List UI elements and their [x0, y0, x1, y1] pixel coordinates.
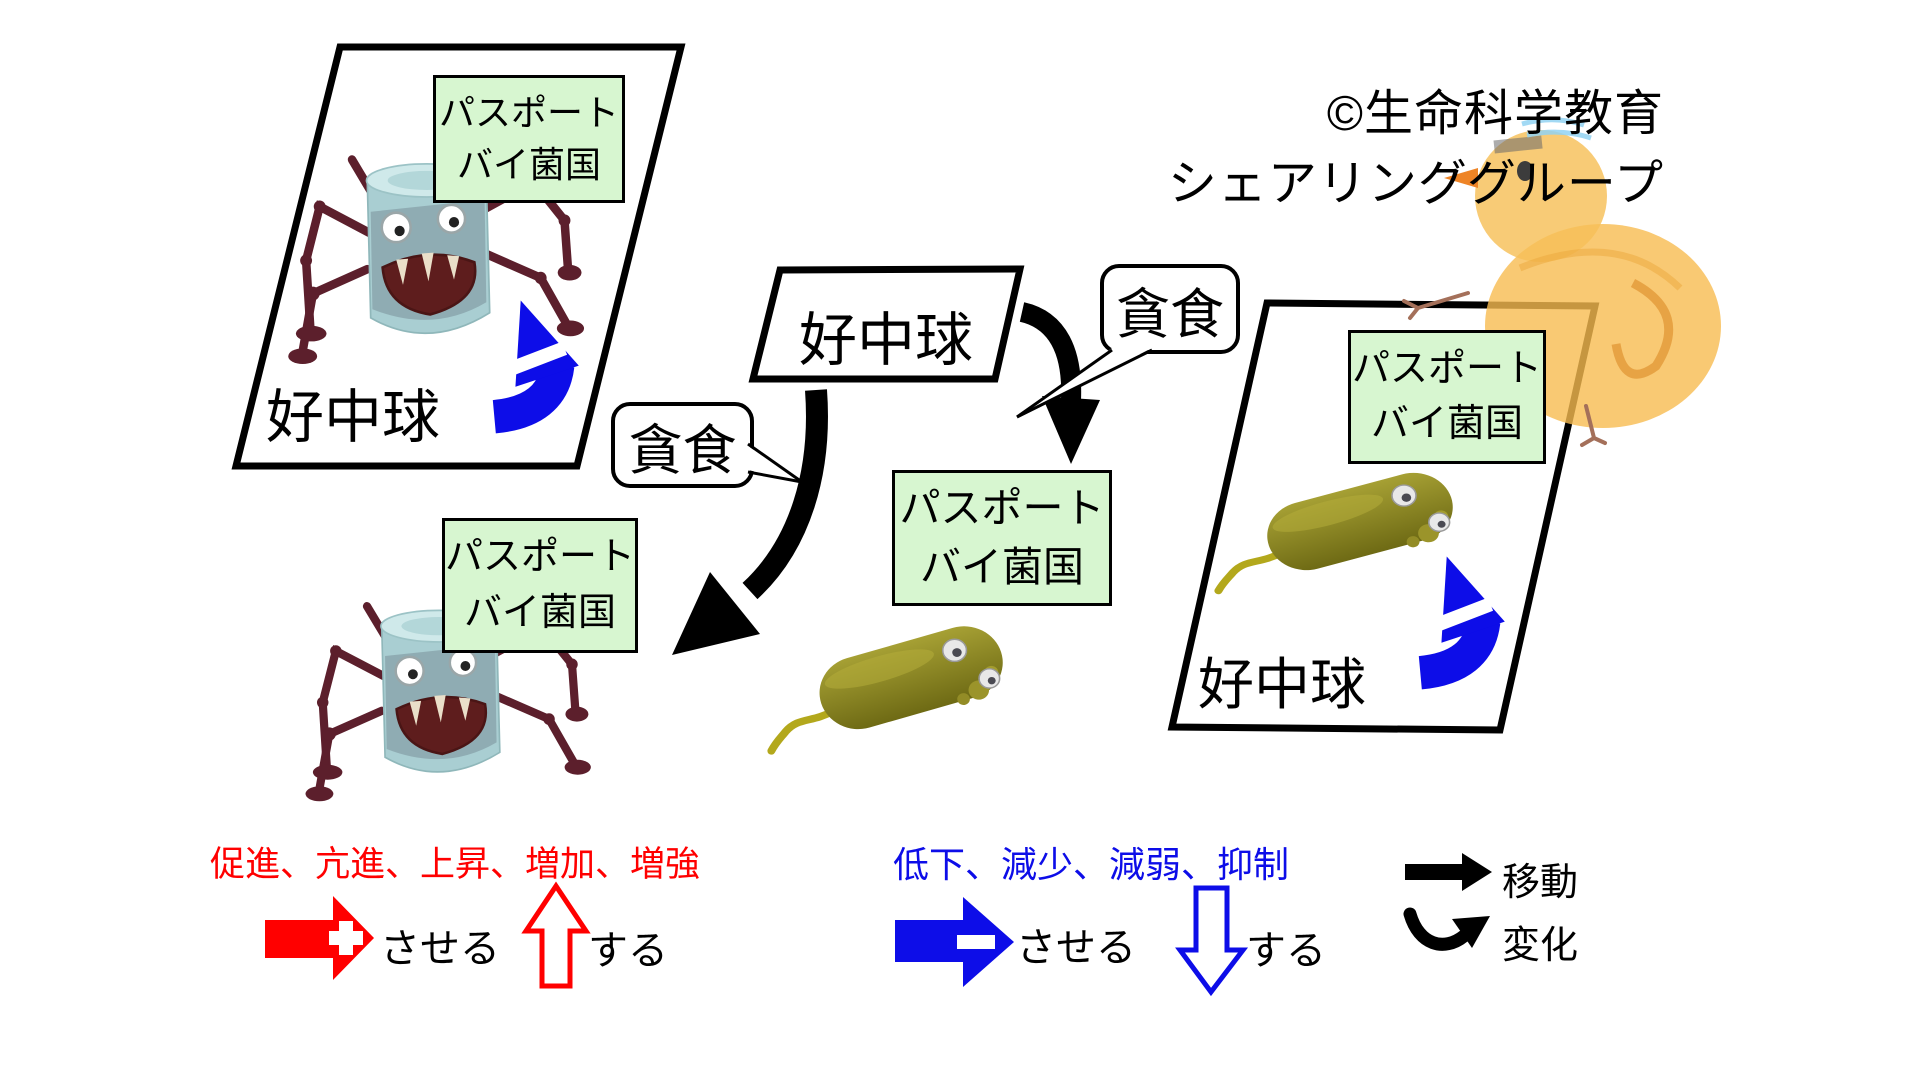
passport-line1: パスポート	[1351, 347, 1542, 390]
neutrophil-node-box	[748, 265, 1025, 383]
copyright-line1: ©生命科学教育	[1326, 87, 1664, 141]
movement-arrow-icon	[1405, 853, 1492, 891]
passport-line1: パスポート	[438, 91, 619, 133]
phagocytosis-callout-left: 貪食	[628, 420, 737, 481]
copyright-line2: シェアリンググループ	[1167, 157, 1664, 211]
callout-bubble-left	[611, 402, 803, 488]
decrease-solid-arrow-icon	[895, 897, 1014, 987]
passport-line1: パスポート	[899, 484, 1105, 531]
passport-label-center: パスポート バイ菌国	[892, 470, 1112, 606]
legend-increase-cause: させる	[380, 927, 500, 971]
neutrophil-node-label: 好中球	[798, 308, 973, 373]
passport-label-top-left: パスポート バイ菌国	[433, 75, 625, 203]
passport-line1: パスポート	[445, 536, 636, 579]
legend-increase-do: する	[588, 929, 668, 973]
bacterium-center-icon	[771, 617, 1013, 751]
right-card-owner-label: 好中球	[1198, 653, 1366, 716]
passport-line2: バイ菌国	[456, 144, 601, 185]
legend-decrease-words: 低下、減少、減弱、抑制	[893, 844, 1290, 885]
legend-movement-label: 移動	[1502, 862, 1579, 904]
passport-line2: バイ菌国	[920, 544, 1084, 590]
callout-bubble-right	[1016, 264, 1240, 419]
passport-line2: バイ菌国	[463, 591, 616, 634]
phagocytosis-callout-right: 貪食	[1116, 284, 1224, 345]
passport-label-bottom-left: パスポート バイ菌国	[442, 518, 638, 653]
legend-increase-words: 促進、亢進、上昇、増加、増強	[210, 845, 701, 884]
passport-line2: バイ菌国	[1370, 403, 1523, 445]
increase-solid-arrow-icon	[265, 896, 374, 980]
increase-hollow-arrow-icon	[521, 881, 591, 989]
change-arrow-icon	[1403, 907, 1490, 951]
phagocytosis-arrow-left-icon	[672, 389, 828, 655]
legend-decrease-cause: させる	[1016, 926, 1136, 970]
left-card-owner-label: 好中球	[266, 385, 441, 450]
passport-label-right: パスポート バイ菌国	[1348, 330, 1546, 464]
legend-change-label: 変化	[1502, 925, 1579, 967]
decrease-hollow-arrow-icon	[1175, 885, 1249, 997]
legend-decrease-do: する	[1246, 929, 1326, 973]
